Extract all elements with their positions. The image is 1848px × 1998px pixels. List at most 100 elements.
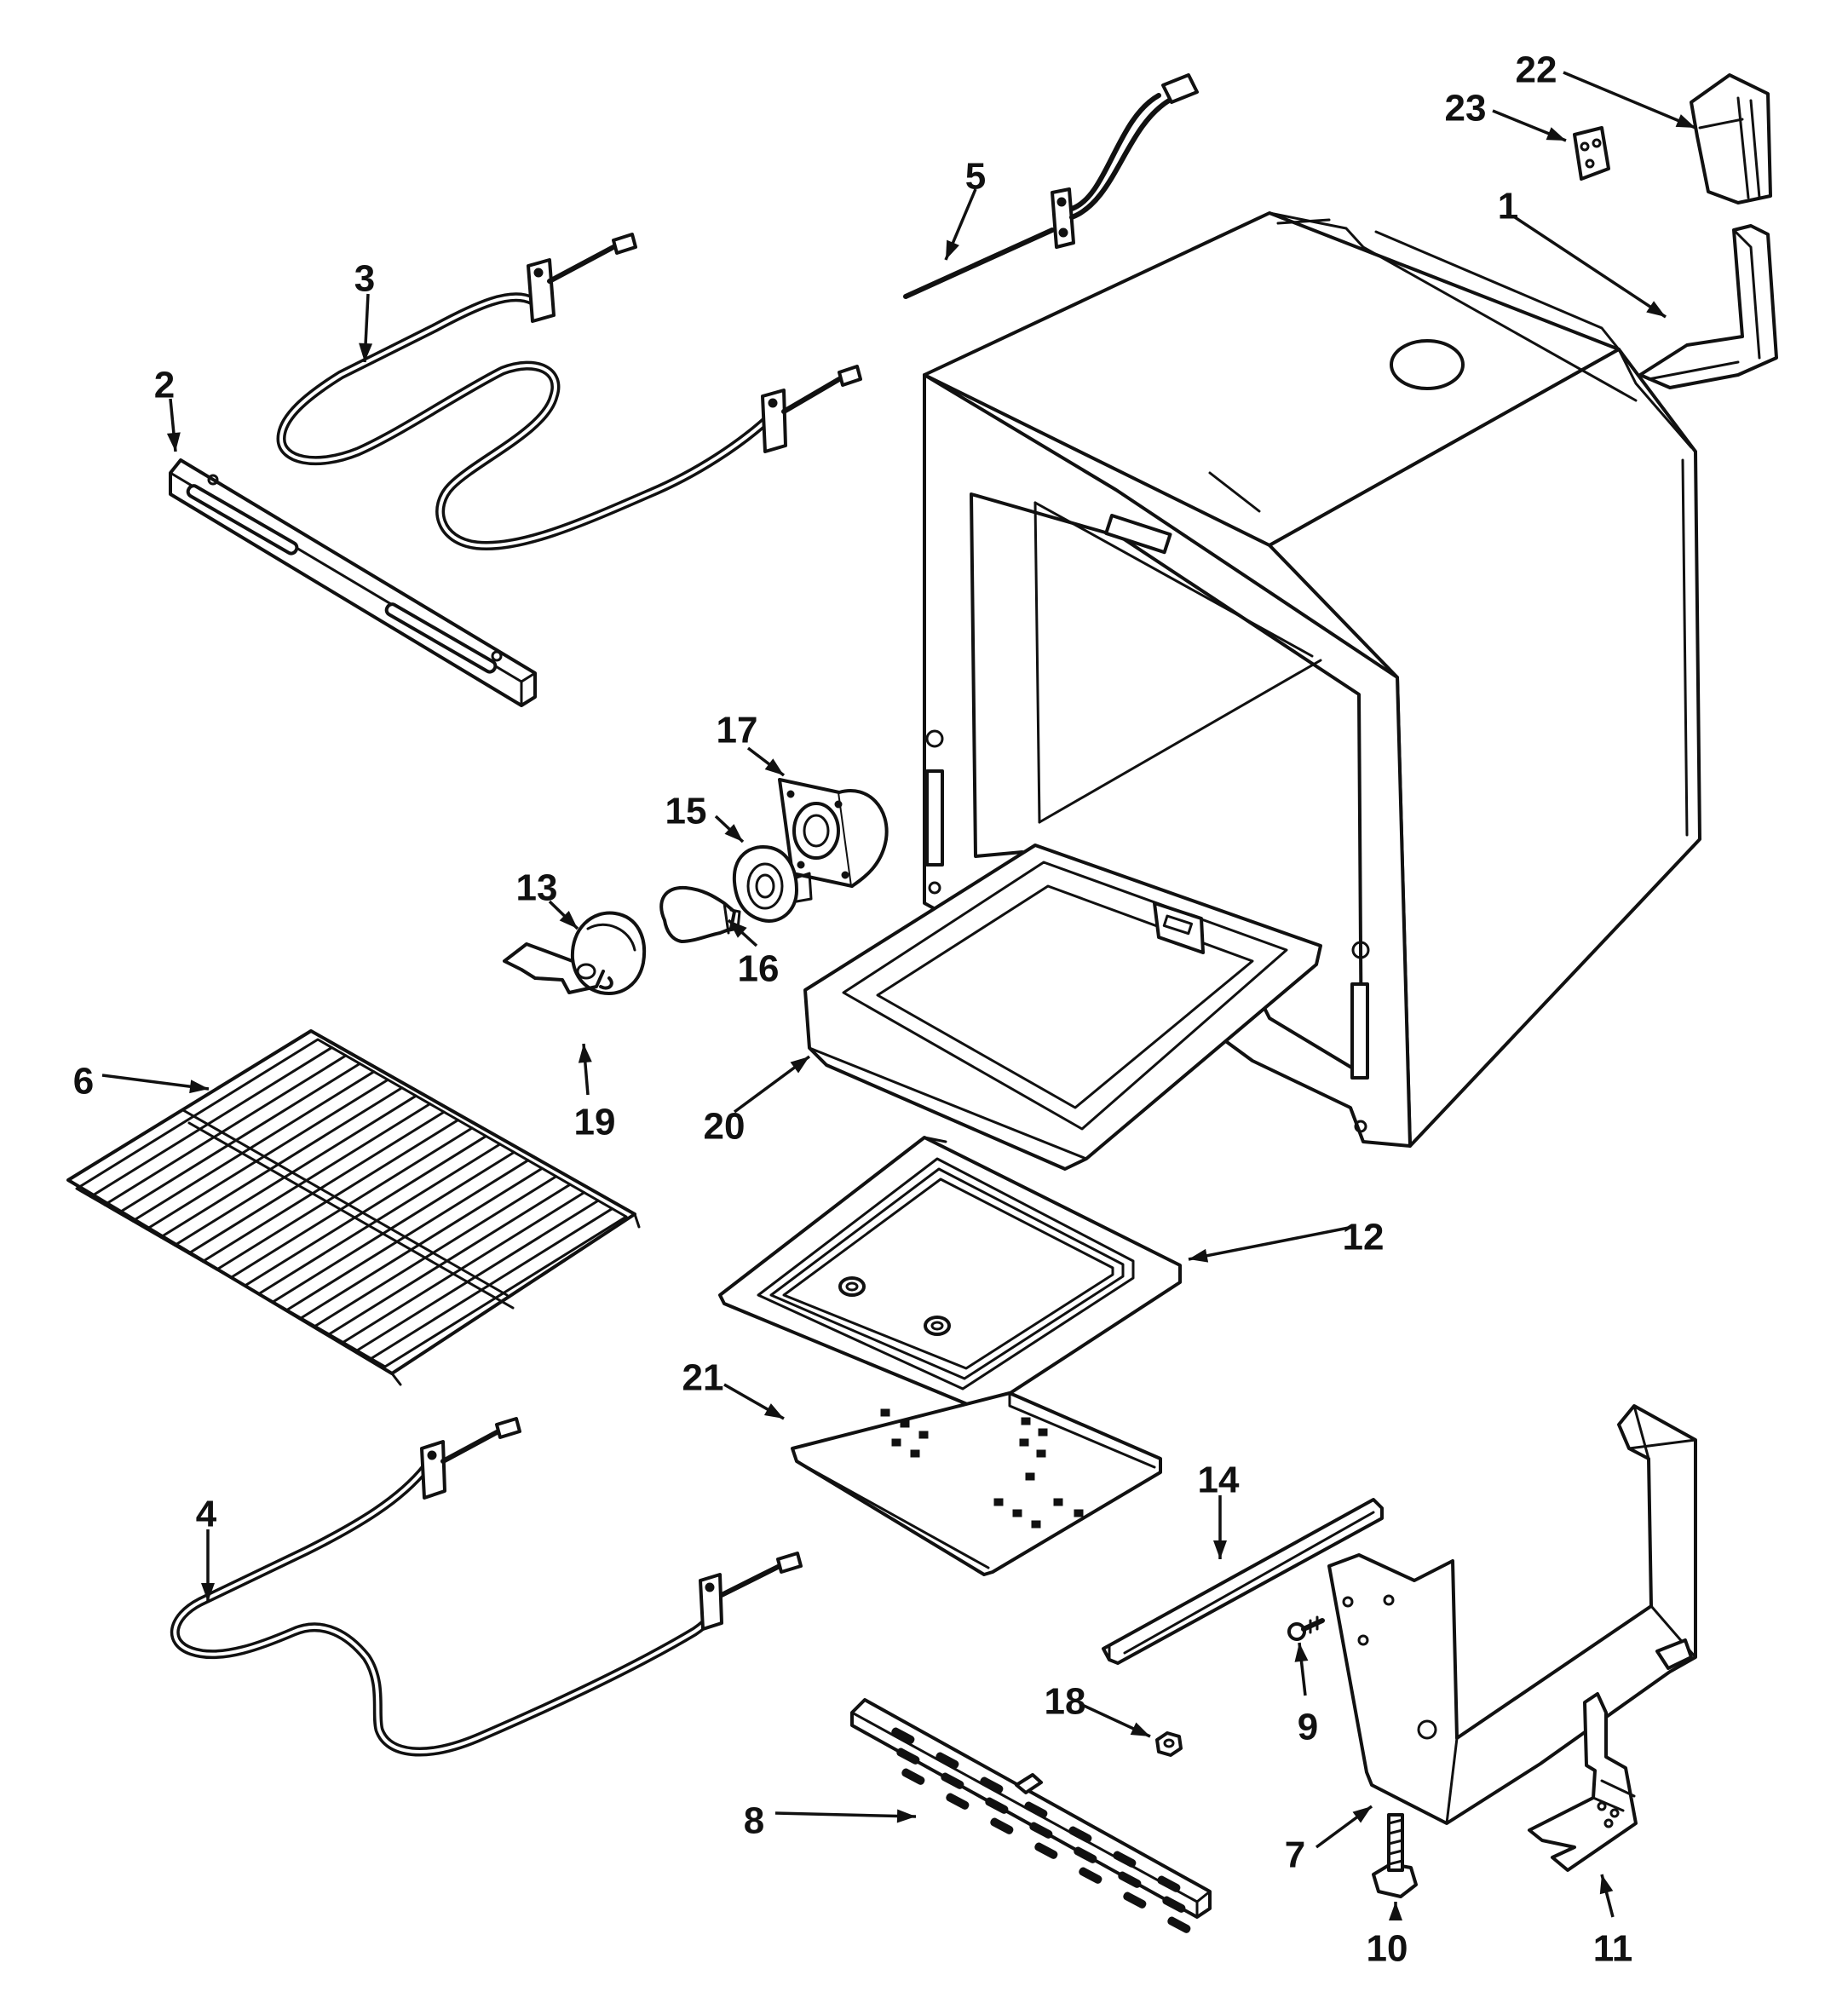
leader-arrowhead-1 — [1646, 301, 1666, 317]
callout-9: 9 — [1298, 1707, 1318, 1748]
oven-bottom-panel — [718, 1136, 1182, 1412]
bottom-rail — [1102, 1498, 1384, 1665]
callout-15: 15 — [665, 791, 707, 832]
leader-arrowhead-8 — [896, 1809, 916, 1823]
vent-slot — [1157, 1875, 1181, 1892]
vent-slot — [941, 1772, 964, 1789]
vent-slot — [980, 1776, 1004, 1794]
rack-wire — [271, 1150, 515, 1304]
rack-wire — [89, 1045, 333, 1198]
leader-arrowhead-13 — [559, 910, 578, 929]
callout-11: 11 — [1593, 1928, 1633, 1970]
callout-3: 3 — [354, 258, 375, 300]
callout-10: 10 — [1367, 1928, 1408, 1970]
rack-wire — [299, 1166, 544, 1320]
shield-hole — [1012, 1509, 1022, 1517]
small-bracket — [1573, 126, 1610, 181]
vent-slot — [1034, 1842, 1058, 1859]
rack-wire — [201, 1110, 446, 1263]
rack-wire — [103, 1054, 348, 1206]
shield-hole — [900, 1419, 910, 1428]
shield-hole — [1036, 1449, 1046, 1458]
vent-slot — [1123, 1891, 1147, 1909]
vent-slot — [1118, 1871, 1142, 1888]
callout-22: 22 — [1516, 49, 1557, 91]
vent-slot — [1113, 1851, 1137, 1868]
screw — [1287, 1615, 1325, 1641]
callout-23: 23 — [1445, 88, 1487, 130]
leader-arrowhead-5 — [946, 239, 959, 260]
rack-wire — [257, 1143, 502, 1295]
callout-7: 7 — [1285, 1834, 1305, 1876]
leader-line-1 — [1514, 216, 1667, 319]
callout-13: 13 — [516, 867, 558, 909]
leader-arrowhead-7 — [1352, 1806, 1372, 1823]
right-top-bracket — [1638, 224, 1778, 389]
lower-vent-panel — [850, 1698, 1212, 1933]
rack-wire — [216, 1119, 460, 1271]
shield-hole — [1019, 1438, 1029, 1447]
insulation-pad — [1690, 73, 1772, 204]
lamp-housing — [778, 778, 889, 888]
leader-arrowhead-14 — [1213, 1540, 1227, 1559]
rack-wire — [187, 1103, 432, 1255]
leader-arrowhead-17 — [764, 758, 784, 775]
bake-element — [170, 1417, 803, 1757]
leader-arrowhead-18 — [1130, 1722, 1150, 1736]
rack-wire — [370, 1207, 614, 1360]
callout-21: 21 — [682, 1357, 724, 1399]
leader-arrowhead-6 — [189, 1080, 209, 1094]
leader-arrowhead-10 — [1389, 1902, 1402, 1920]
callout-8: 8 — [744, 1800, 764, 1842]
callout-19: 19 — [574, 1102, 616, 1143]
callout-16: 16 — [738, 948, 780, 990]
leader-arrowhead-11 — [1599, 1874, 1614, 1895]
leader-arrowhead-21 — [763, 1403, 784, 1419]
vent-slot — [891, 1727, 915, 1744]
vent-slot — [901, 1768, 925, 1785]
callout-18: 18 — [1045, 1681, 1086, 1723]
callout-6: 6 — [73, 1061, 94, 1103]
leader-arrowhead-19 — [578, 1044, 592, 1063]
heat-shield-plate — [791, 1391, 1162, 1576]
shield-hole — [1025, 1472, 1035, 1481]
shield-hole — [1021, 1417, 1031, 1425]
leader-arrowhead-9 — [1294, 1643, 1309, 1662]
shield-hole — [891, 1438, 901, 1447]
rack-wire — [117, 1062, 361, 1214]
vent-slot — [936, 1752, 959, 1769]
leader-line-8 — [774, 1811, 917, 1818]
leader-arrowhead-23 — [1546, 127, 1566, 141]
vent-slot — [1024, 1801, 1048, 1818]
leader-arrowhead-16 — [728, 920, 747, 938]
vent-slot — [985, 1797, 1009, 1814]
vent-slot — [1074, 1846, 1097, 1863]
callout-17: 17 — [717, 710, 758, 751]
lamp-bulb — [659, 885, 741, 943]
callout-20: 20 — [704, 1106, 746, 1148]
rack-wire — [145, 1078, 389, 1230]
callout-2: 2 — [154, 365, 175, 406]
rack-wire — [355, 1199, 600, 1352]
vent-slot — [1068, 1826, 1092, 1843]
callout-4: 4 — [196, 1494, 217, 1535]
leveling-leg — [1372, 1813, 1418, 1898]
leader-arrowhead-22 — [1675, 114, 1695, 128]
upper-rail — [169, 458, 537, 707]
leader-arrowhead-15 — [724, 824, 743, 842]
lamp-cover — [570, 911, 646, 995]
shield-hole — [1031, 1520, 1041, 1529]
leader-arrowhead-2 — [166, 432, 181, 452]
leader-arrowhead-4 — [201, 1583, 215, 1602]
leader-line-22 — [1563, 71, 1696, 130]
leader-lines — [101, 71, 1696, 1920]
rack-wire — [243, 1134, 487, 1287]
callout-5: 5 — [965, 156, 986, 198]
leader-line-12 — [1188, 1225, 1354, 1261]
callout-14: 14 — [1198, 1460, 1240, 1501]
rack-wire — [285, 1159, 530, 1311]
callout-12: 12 — [1343, 1217, 1385, 1258]
shield-hole — [1038, 1428, 1048, 1437]
